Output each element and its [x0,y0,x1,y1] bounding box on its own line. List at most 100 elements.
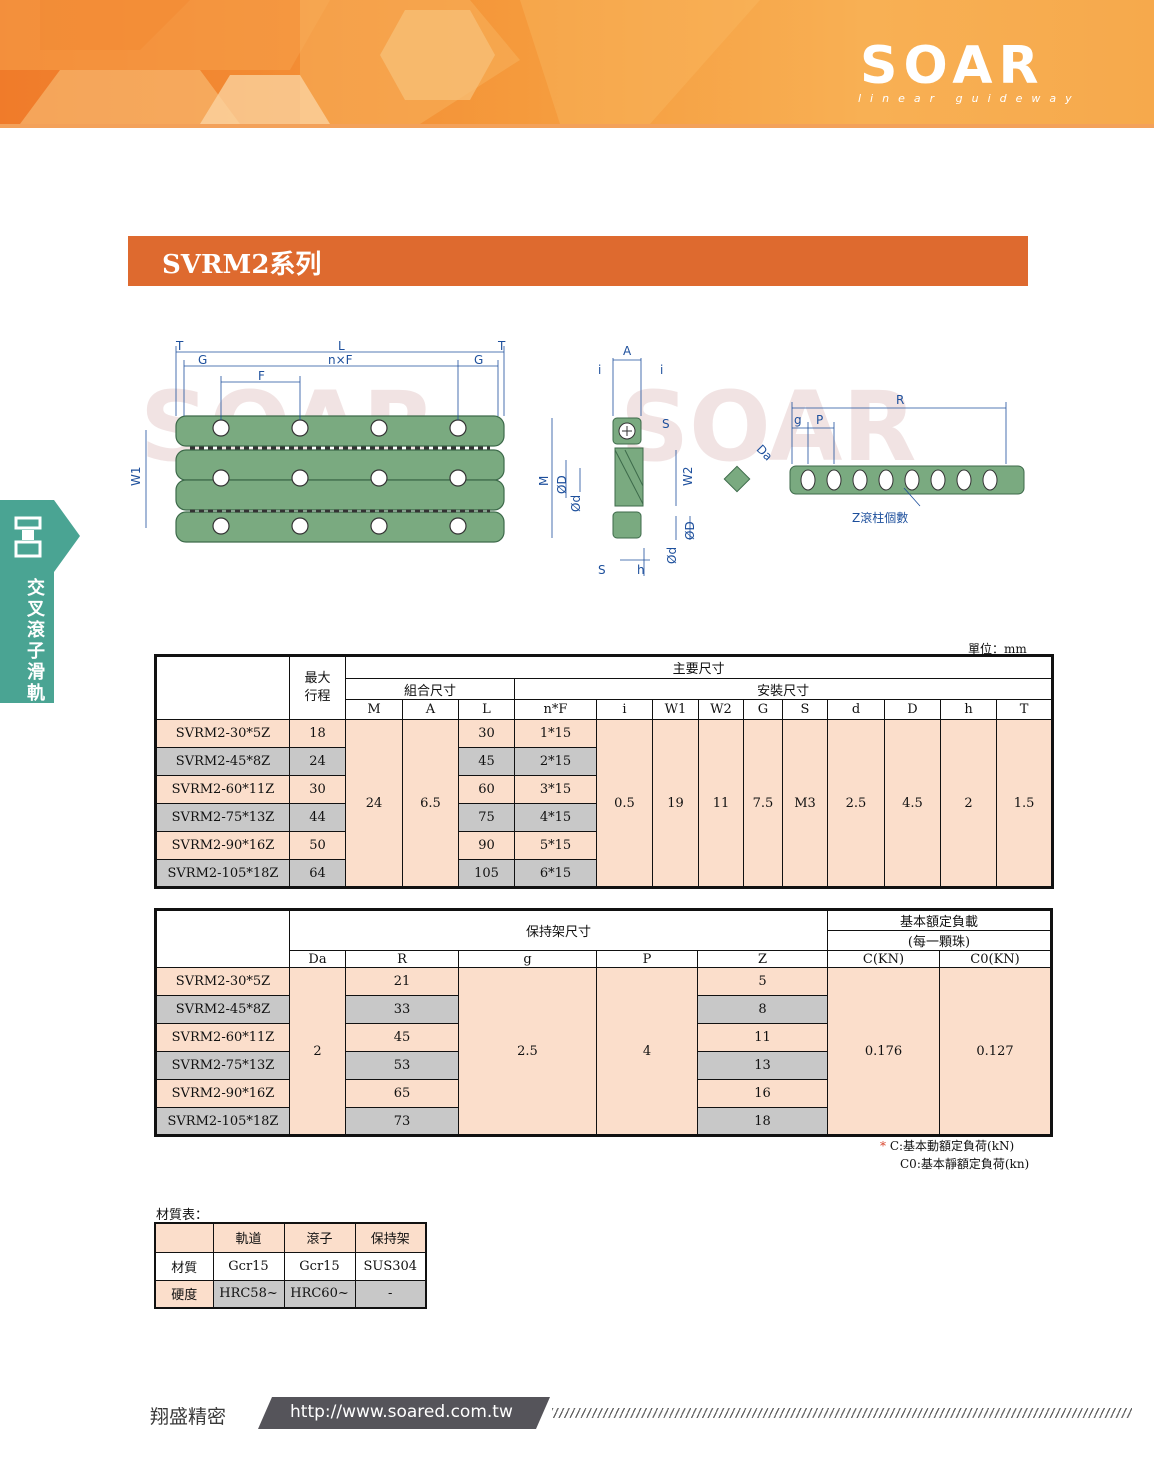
section-view: A i i S M ØD Ød W2 ØD Ød S h [537,344,697,577]
load-note-c: * C:基本動額定負荷(kN) [880,1137,1014,1154]
h-cell: 2 [940,719,997,888]
dim-label-A: A [623,344,632,358]
col-header: A [402,699,459,720]
nF-cell: 4*15 [514,803,597,832]
materials-corner-cell [154,1222,214,1253]
row-label: 材質 [154,1251,214,1281]
side-tab-char: 交 [27,578,45,599]
dim-label-G: G [474,353,483,367]
model-cell: SVRM2-90*16Z [155,831,290,860]
table-row: 硬度 HRC58~ HRC60~ - [154,1279,427,1309]
row-label: 硬度 [154,1279,214,1309]
note-c-text: C:基本動額定負荷(kN) [889,1139,1015,1153]
dim-label-R: R [896,393,904,407]
L-cell: 90 [458,831,515,860]
dim-label-i: i [660,363,663,377]
side-tab-char: 滾 [27,620,45,641]
dim-label-L: L [338,339,345,353]
watermark-logo: SOAR [620,371,916,483]
dim-label-T: T [175,339,184,353]
i-cell: 0.5 [596,719,653,888]
col-header: 軌道 [212,1222,285,1253]
d-cell: 2.5 [827,719,885,888]
R-cell: 21 [345,967,459,996]
table-row: 材質 Gcr15 Gcr15 SUS304 [154,1251,427,1281]
L-cell: 30 [458,719,515,748]
col-header: Z [697,950,828,968]
R-cell: 33 [345,995,459,1024]
Z-cell: 16 [697,1079,828,1108]
nF-cell: 2*15 [514,747,597,776]
dim-label-W2: W2 [681,467,695,487]
table-row: SVRM2-75*13Z 44 75 4*15 [155,803,1053,832]
dim-label-Z: Z滾柱個數 [852,510,908,525]
dim-label-D: ØD [683,521,697,540]
header-banner: SOAR linear guideway [0,0,1154,128]
material-cell: Gcr15 [283,1251,356,1281]
hardness-cell: - [354,1279,427,1309]
table-row: SVRM2-105*18Z 64 105 6*15 [155,859,1053,888]
Z-cell: 18 [697,1107,828,1136]
load-header: 基本額定負載 [826,909,1053,931]
cage-view: R g P Da Z滾柱個數 [723,393,1025,525]
stroke-cell: 44 [289,803,346,832]
footer-hatch-decoration [552,1408,1132,1418]
dim-label-h: h [637,563,645,577]
R-cell: 45 [345,1023,459,1052]
S-cell: M3 [782,719,828,888]
col-header: 滾子 [283,1222,356,1253]
stroke-cell: 24 [289,747,346,776]
col-header: Da [289,950,346,968]
main-dimensions-table: 最大 行程 主要尺寸 組合尺寸 安裝尺寸 M A L n*F i W1 W2 G… [154,654,1055,889]
material-cell: SUS304 [354,1251,427,1281]
footer-brand: 翔盛精密 [150,1406,227,1428]
R-cell: 73 [345,1107,459,1136]
dim-label-T: T [497,339,506,353]
W1-cell: 19 [652,719,699,888]
max-stroke-header: 最大 行程 [289,655,346,720]
L-cell: 75 [458,803,515,832]
nF-cell: 6*15 [514,859,597,888]
table-row: SVRM2-45*8Z 24 45 2*15 [155,747,1053,776]
materials-table: 軌道 滾子 保持架 材質 Gcr15 Gcr15 SUS304 硬度 HRC58… [154,1222,427,1309]
unit-label: 單位：mm [968,642,1027,656]
table-row: SVRM2-60*11Z 30 60 3*15 [155,775,1053,804]
dim-label-i: i [598,363,601,377]
table-row: SVRM2-90*16Z 50 90 5*15 [155,831,1053,860]
L-cell: 60 [458,775,515,804]
load-note-c0: C0:基本靜額定負荷(kn) [900,1157,1030,1171]
col-header: M [345,699,403,720]
D-cell: 4.5 [884,719,941,888]
dim-label-d: Ød [569,495,583,512]
col-header: D [884,699,941,720]
col-header: S [782,699,828,720]
hardness-cell: HRC60~ [283,1279,356,1309]
W2-cell: 11 [698,719,744,888]
col-header: W1 [652,699,699,720]
model-header-cell [155,655,290,720]
C-cell: 0.176 [827,967,940,1136]
dim-label-S: S [598,563,606,577]
col-header: d [827,699,885,720]
footer-url-link[interactable]: http://www.soared.com.tw [290,1402,513,1422]
L-cell: 105 [458,859,515,888]
col-header: C0(KN) [938,950,1053,968]
side-tab-label: 交 叉 滾 子 滑 軌 [22,578,50,704]
main-dims-header: 主要尺寸 [344,655,1054,679]
materials-title: 材質表： [156,1208,209,1223]
col-header: P [596,950,698,968]
nF-cell: 5*15 [514,831,597,860]
side-tab-char: 軌 [27,683,45,704]
dim-label-F: F [258,369,265,383]
model-cell: SVRM2-60*11Z [155,1023,290,1052]
table-row: SVRM2-30*5Z 2 21 2.5 4 5 0.176 0.127 [155,967,1053,1136]
section-title-bar: SVRM2系列 [128,236,1028,286]
model-cell: SVRM2-30*5Z [155,967,290,996]
table-row: SVRM2-105*18Z 73 18 [155,1107,1052,1136]
Z-cell: 8 [697,995,828,1024]
Da-cell: 2 [289,967,346,1136]
col-header: R [345,950,459,968]
model-cell: SVRM2-105*18Z [155,859,290,888]
side-tab-arrow [54,500,80,572]
stroke-cell: 30 [289,775,346,804]
